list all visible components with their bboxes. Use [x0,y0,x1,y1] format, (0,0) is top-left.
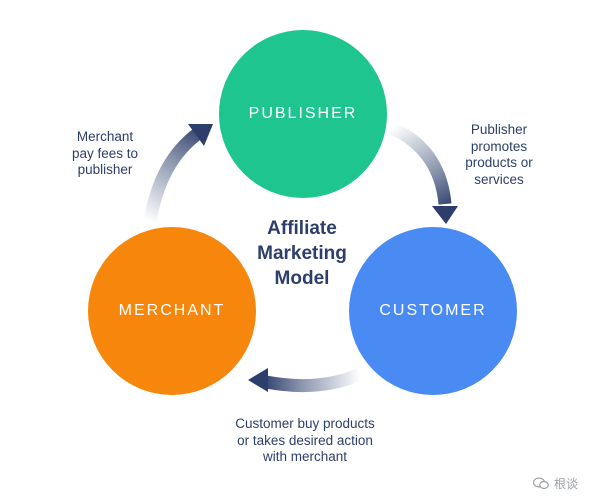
caption-line: promotes [470,138,528,154]
caption-line: Merchant [76,129,134,144]
arrowhead-left [188,124,213,146]
caption-line: publisher [77,162,133,177]
caption-line: or takes desired action [237,432,373,448]
publisher-label: PUBLISHER [248,105,358,122]
arrow-customer-to-merchant [248,368,363,393]
caption-line: services [474,171,524,187]
caption-merchant-to-publisher: Merchant pay fees to publisher [50,129,160,179]
caption-line: pay fees to [71,145,139,161]
merchant-label: MERCHANT [118,302,226,319]
title-line-2: Marketing [257,243,347,264]
arrowhead-bottom [248,368,268,392]
caption-line: Customer buy products [235,416,375,431]
watermark: 根谈 [532,475,578,492]
title-line-3: Model [274,268,330,289]
arrow-merchant-to-publisher [143,124,213,224]
arrowhead-right [432,206,458,224]
caption-line: products or [465,155,533,170]
title-line-1: Affiliate [267,218,337,239]
arrow-publisher-to-customer [389,122,458,224]
customer-node: CUSTOMER [349,227,517,395]
diagram-title: Affiliate Marketing Model [232,216,372,291]
merchant-node: MERCHANT [88,227,256,395]
customer-label: CUSTOMER [379,302,487,319]
chat-bubble-icon [532,477,549,490]
watermark-text: 根谈 [553,477,578,491]
caption-line: Publisher [470,122,528,137]
caption-line: with merchant [262,449,348,464]
caption-customer-to-merchant: Customer buy products or takes desired a… [215,416,395,466]
caption-publisher-to-customer: Publisher promotes products or services [444,122,554,188]
publisher-node: PUBLISHER [219,30,387,198]
